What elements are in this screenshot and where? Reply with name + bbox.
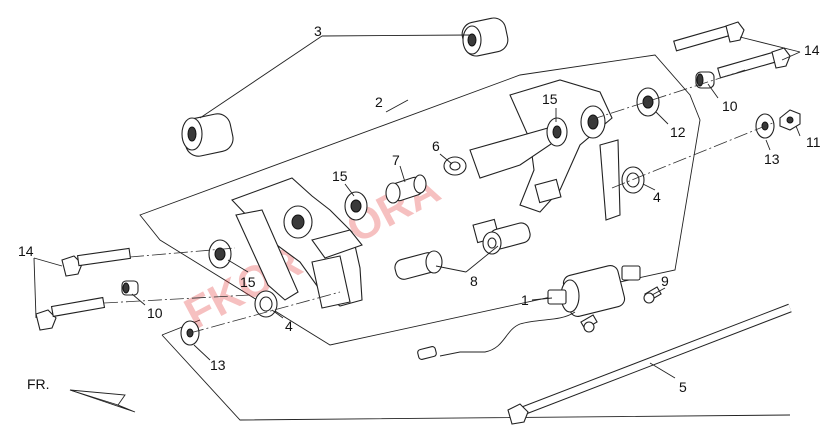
axis-line-center: [189, 291, 341, 334]
axis-line-right: [611, 121, 776, 189]
front-direction-indicator: FR.: [27, 376, 136, 413]
bolt-14-left-lower: [35, 296, 106, 331]
callout-9: 9: [661, 273, 669, 289]
callout-15-center: 15: [332, 168, 348, 184]
callout-3: 3: [314, 23, 322, 39]
spacer-10-right: [695, 71, 715, 89]
callout-15-left: 15: [240, 274, 256, 290]
callout-14-right: 14: [804, 42, 820, 58]
callout-7: 7: [392, 152, 400, 168]
shaft-5: [507, 303, 792, 425]
bushing-lower: [181, 113, 234, 157]
callout-1: 1: [521, 292, 529, 308]
bolt-14-upper-right-2: [717, 47, 791, 79]
needle-bearing-4-right: [621, 166, 645, 194]
callout-10-right: 10: [722, 98, 738, 114]
bearing-12: [636, 87, 660, 117]
callout-4-left: 4: [285, 318, 293, 334]
bushing-upper: [461, 17, 509, 57]
bolt-9-lower: [580, 314, 598, 333]
sleeve-8-upper: [482, 222, 531, 255]
leader-lines: [33, 34, 801, 379]
bolt-14-left-upper: [61, 247, 132, 277]
callout-5: 5: [679, 379, 687, 395]
callout-15-right: 15: [542, 91, 558, 107]
spacer-10-left: [121, 280, 139, 296]
callout-13-left: 13: [210, 357, 226, 373]
axis-line-left-lower: [103, 294, 251, 304]
callout-10-left: 10: [147, 305, 163, 321]
engine-hanger-bracket: [231, 79, 621, 309]
callout-2: 2: [375, 94, 383, 110]
callout-8: 8: [470, 273, 478, 289]
bearing-15-right: [546, 117, 568, 147]
callout-13-right: 13: [764, 151, 780, 167]
front-label: FR.: [27, 376, 50, 392]
sensor-1: [417, 264, 641, 360]
callout-11: 11: [806, 134, 821, 150]
sleeve-7: [385, 174, 427, 204]
sleeve-8-lower: [394, 250, 443, 280]
assembly-outline: [139, 54, 701, 346]
callout-12: 12: [670, 124, 686, 140]
needle-bearing-4-left: [254, 290, 278, 318]
bearing-15-center: [344, 191, 368, 221]
callout-4-right: 4: [653, 189, 661, 205]
nut-11: [779, 109, 801, 131]
callout-14-left: 14: [18, 243, 34, 259]
bearing-15-left: [208, 239, 232, 269]
axis-line-upper: [589, 69, 746, 121]
bolt-14-upper-right-1: [673, 21, 745, 52]
lower-outline: [161, 334, 791, 421]
callout-6: 6: [432, 138, 440, 154]
axis-line-left-upper: [129, 247, 236, 258]
